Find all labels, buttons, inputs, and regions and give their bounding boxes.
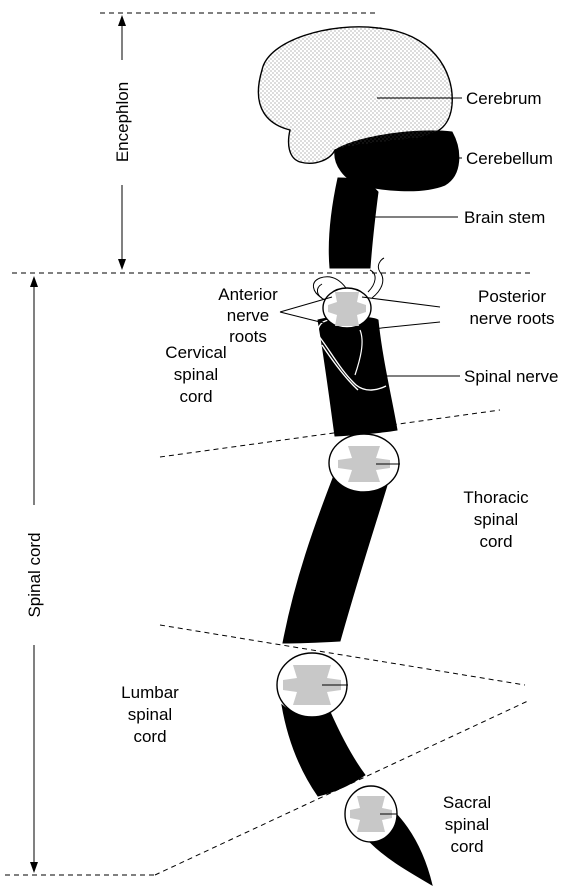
thoracic-cross-section (329, 434, 400, 492)
lumbar-line-3: cord (133, 727, 166, 746)
encephlon-label: Encephlon (113, 82, 132, 162)
sacral-cross-section (345, 786, 397, 842)
cerebrum-label: Cerebrum (466, 89, 542, 108)
cervical-thoracic-dashed-line (160, 410, 500, 457)
thoracic-line-1: Thoracic (463, 488, 529, 507)
cervical-line-3: cord (179, 387, 212, 406)
cerebellum-label: Cerebellum (466, 149, 553, 168)
sacral-line-2: spinal (445, 815, 489, 834)
brain-stem-shape (329, 178, 378, 268)
spinal-cord-label: Spinal cord (25, 532, 44, 617)
lumbar-cord-shape (282, 705, 365, 796)
sacral-line-1: Sacral (443, 793, 491, 812)
lumbar-line-2: spinal (128, 705, 172, 724)
thoracic-cord-shape (283, 478, 388, 643)
anterior-roots-line-3: roots (229, 327, 267, 346)
thoracic-line-3: cord (479, 532, 512, 551)
sacral-line-3: cord (450, 837, 483, 856)
posterior-roots-line-1: Posterior (478, 287, 546, 306)
posterior-roots-line-2: nerve roots (469, 309, 554, 328)
anterior-roots-line-1: Anterior (218, 285, 278, 304)
spinal-nerve-label: Spinal nerve (464, 367, 559, 386)
brain-stem-label: Brain stem (464, 208, 545, 227)
cervical-line-2: spinal (174, 365, 218, 384)
thoracic-line-2: spinal (474, 510, 518, 529)
anterior-roots-line-2: nerve (227, 306, 270, 325)
cervical-line-1: Cervical (165, 343, 226, 362)
lumbar-line-1: Lumbar (121, 683, 179, 702)
posterior-root-leader-upper (362, 297, 440, 307)
lumbar-cross-section (277, 653, 348, 717)
